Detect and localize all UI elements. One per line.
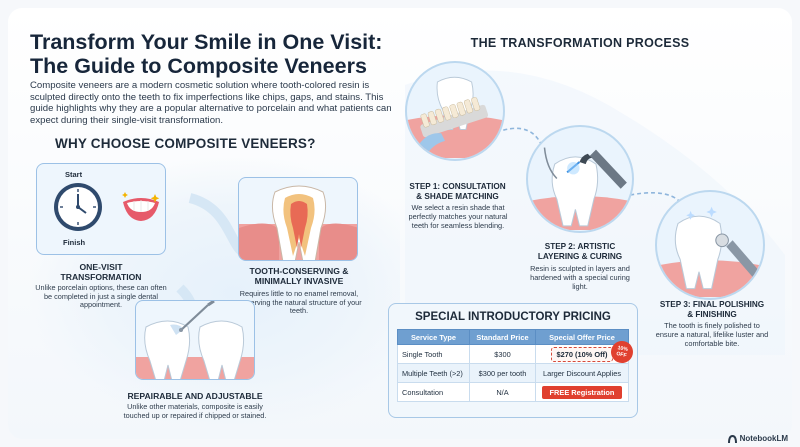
service-cell: Multiple Teeth (>2)	[397, 363, 470, 383]
intro-text: Composite veneers are a modern cosmetic …	[30, 80, 392, 126]
table-row: Single Tooth $300 $270 (10% Off)	[397, 344, 629, 364]
service-cell: Single Tooth	[397, 344, 470, 364]
shade-guide-icon	[407, 76, 502, 158]
column-header: Special Offer Price	[535, 329, 629, 345]
one-visit-card: Start Finish	[36, 163, 166, 255]
step-2-desc: Resin is sculpted in layers and hardened…	[530, 264, 630, 291]
tooth-conserving-card	[238, 177, 358, 261]
standard-price-cell: $300 per tooth	[469, 363, 536, 383]
repaired-teeth-icon	[136, 301, 254, 379]
step-3-title: STEP 3: FINAL POLISHING & FINISHING	[659, 300, 765, 319]
pricing-header-row: Service Type Standard Price Special Offe…	[397, 329, 629, 345]
brand-watermark: NotebookLM	[727, 434, 788, 443]
one-visit-title: ONE-VISIT TRANSFORMATION	[60, 262, 142, 282]
process-section-title: THE TRANSFORMATION PROCESS	[470, 36, 690, 50]
step-2-title: STEP 2: ARTISTIC LAYERING & CURING	[537, 242, 623, 261]
step-2-illustration	[526, 125, 634, 233]
tooth-cross-section-icon	[239, 185, 357, 260]
step-3-illustration	[655, 190, 765, 300]
clock-icon	[54, 183, 102, 231]
page-title: Transform Your Smile in One Visit: The G…	[30, 30, 383, 78]
repairable-desc: Unlike other materials, composite is eas…	[123, 402, 267, 420]
smile-icon	[122, 192, 160, 221]
table-row: Multiple Teeth (>2) $300 per tooth Large…	[397, 363, 629, 383]
standard-price-cell: $300	[469, 344, 536, 364]
table-row: Consultation N/A FREE Registration	[397, 382, 629, 402]
offer-price-cell: Larger Discount Applies	[535, 363, 629, 383]
one-visit-desc: Unlike porcelain options, these can ofte…	[35, 283, 167, 310]
step-1-illustration	[405, 61, 505, 161]
column-header: Standard Price	[469, 329, 536, 345]
service-cell: Consultation	[397, 382, 470, 402]
column-header: Service Type	[397, 329, 470, 345]
curing-light-icon	[528, 147, 631, 230]
pricing-title: SPECIAL INTRODUCTORY PRICING	[415, 311, 611, 323]
clock-start-label: Start	[65, 170, 83, 179]
step-1-desc: We select a resin shade that perfectly m…	[408, 203, 508, 230]
tooth-conserving-desc: Requires little to no enamel removal, pr…	[236, 289, 362, 316]
repairable-card	[135, 300, 255, 380]
pricing-table: Service Type Standard Price Special Offe…	[397, 329, 629, 402]
tooth-conserving-title: TOOTH-CONSERVING & MINIMALLY INVASIVE	[249, 266, 349, 286]
clock-finish-label: Finish	[63, 238, 86, 247]
repairable-title: REPAIRABLE AND ADJUSTABLE	[127, 391, 263, 401]
offer-price-cell: FREE Registration	[535, 382, 629, 402]
step-3-desc: The tooth is finely polished to ensure a…	[655, 321, 769, 348]
notebooklm-logo-icon	[727, 434, 737, 443]
free-registration-badge: FREE Registration	[541, 385, 623, 399]
polishing-tool-icon	[657, 206, 762, 297]
offer-highlight: $270 (10% Off)	[550, 346, 614, 362]
why-section-title: WHY CHOOSE COMPOSITE VENEERS?	[55, 136, 316, 151]
brand-name: NotebookLM	[739, 434, 788, 443]
standard-price-cell: N/A	[469, 382, 536, 402]
pricing-panel: SPECIAL INTRODUCTORY PRICING Service Typ…	[388, 303, 638, 418]
step-1-title: STEP 1: CONSULTATION & SHADE MATCHING	[409, 182, 506, 201]
